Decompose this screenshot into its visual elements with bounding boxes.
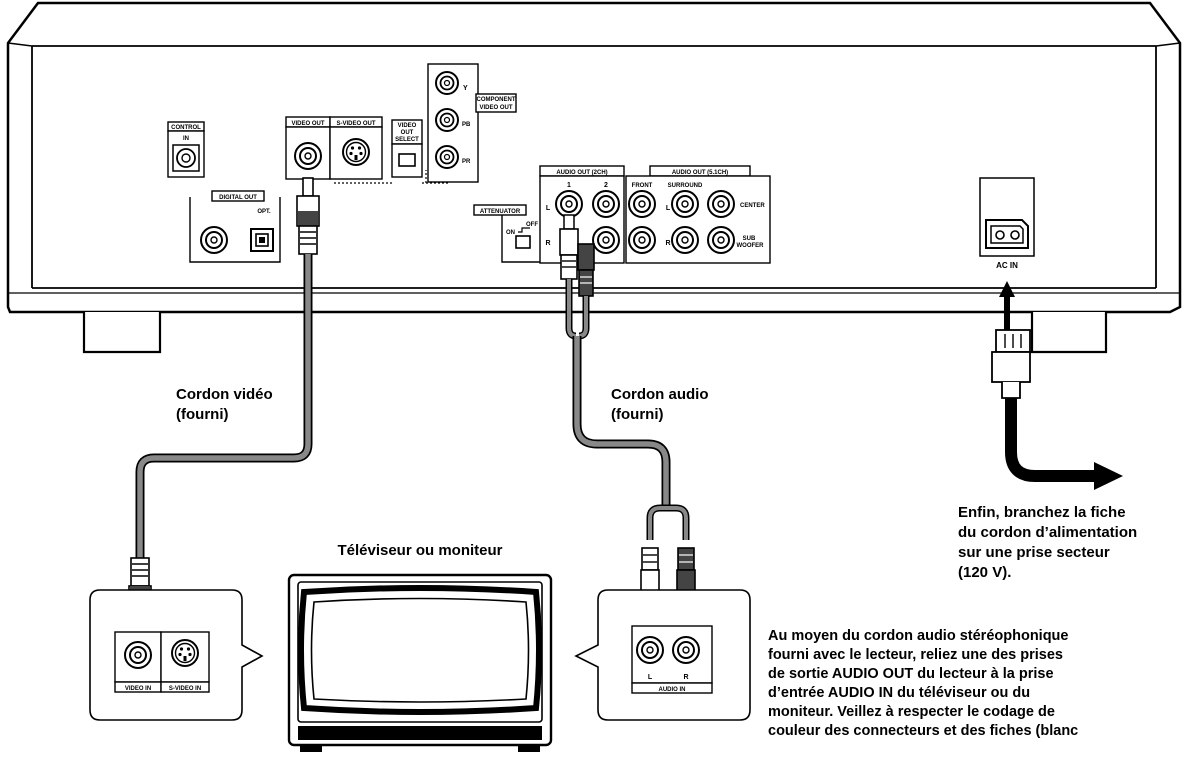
attenuator-label: ATTENUATOR: [480, 209, 521, 215]
digital-out-section: DIGITAL OUT OPT.: [189, 190, 281, 263]
tv-video-in-jack: [124, 641, 152, 669]
svg-text:OFF: OFF: [526, 222, 538, 228]
audio-51-label: AUDIO OUT (5.1CH): [672, 170, 728, 176]
svg-text:VIDEO OUT: VIDEO OUT: [479, 105, 512, 111]
control-in-label: IN: [183, 136, 189, 142]
ac-inlet: AC IN: [979, 177, 1035, 270]
tv-svideo-in-jack: [171, 639, 199, 667]
video-out-section: VIDEO OUT S-VIDEO OUT: [285, 116, 392, 184]
digital-out-label: DIGITAL OUT: [219, 195, 257, 201]
audio-out-51ch: AUDIO OUT (5.1CH) FRONT SURROUND L R CEN…: [625, 165, 771, 264]
svg-text:de sortie AUDIO OUT du lecteur: de sortie AUDIO OUT du lecteur à la pris…: [768, 666, 1054, 682]
svg-text:1: 1: [567, 182, 571, 189]
svg-text:L: L: [546, 205, 551, 212]
svg-text:SUB: SUB: [743, 236, 756, 242]
svg-text:FRONT: FRONT: [632, 183, 653, 189]
control-in-jack: CONTROL IN: [167, 121, 205, 178]
surround-r-jack: [671, 226, 699, 254]
svg-text:R: R: [665, 240, 670, 247]
svg-text:WOOFER: WOOFER: [737, 243, 765, 249]
svg-text:SURROUND: SURROUND: [668, 183, 703, 189]
comp-y-label: Y: [463, 85, 468, 92]
component-pb-jack: [435, 108, 459, 132]
audio-cable-label: Cordon audio: [611, 386, 709, 403]
video-out-label: VIDEO OUT: [291, 121, 324, 127]
svg-text:COMPONENT: COMPONENT: [477, 97, 516, 103]
svg-text:moniteur. Veillez à respecter: moniteur. Veillez à respecter le codage …: [768, 704, 1055, 720]
audio-out-2-r-jack: [592, 226, 620, 254]
comp-pr-label: PR: [462, 159, 471, 165]
tv-audio-in-label: AUDIO IN: [659, 687, 686, 693]
svg-text:CENTER: CENTER: [740, 203, 765, 209]
attenuator-switch: ATTENUATOR OFF ON: [473, 204, 542, 263]
audio-2ch-label: AUDIO OUT (2CH): [556, 170, 607, 176]
svg-text:VIDEO: VIDEO: [398, 123, 417, 129]
tv-monitor: [287, 573, 553, 752]
svg-text:couleur des connecteurs et des: couleur des connecteurs et des fiches (b…: [768, 723, 1078, 739]
svg-text:sur une prise secteur: sur une prise secteur: [958, 544, 1110, 561]
tv-audio-input-callout: L R AUDIO IN: [574, 589, 751, 721]
video-out-select: VIDEO OUT SELECT: [391, 119, 448, 184]
svideo-out-jack: [342, 138, 370, 166]
control-label: CONTROL: [171, 125, 201, 131]
component-video-out: Y PB PR COMPONENT VIDEO OUT: [427, 63, 517, 183]
video-cable-label: Cordon vidéo: [176, 386, 273, 403]
tv-video-input-callout: VIDEO IN S-VIDEO IN: [89, 589, 264, 721]
tv-video-in-label: VIDEO IN: [125, 686, 151, 692]
video-out-jack: [294, 142, 322, 170]
tv-audio-in-l-jack: [636, 636, 664, 664]
svg-text:ON: ON: [506, 230, 515, 236]
svg-text:du cordon d’alimentation: du cordon d’alimentation: [958, 524, 1137, 541]
front-l-jack: [628, 190, 656, 218]
svg-text:fourni avec le lecteur, reliez: fourni avec le lecteur, reliez une des p…: [768, 647, 1063, 663]
svg-text:2: 2: [604, 182, 608, 189]
svg-text:Enfin, branchez la fiche: Enfin, branchez la fiche: [958, 504, 1126, 521]
svg-text:L: L: [666, 205, 671, 212]
power-cord: [991, 281, 1123, 490]
tv-svideo-in-label: S-VIDEO IN: [169, 686, 201, 692]
svg-text:R: R: [683, 674, 688, 681]
svg-text:Au moyen du cordon audio stéré: Au moyen du cordon audio stéréophonique: [768, 628, 1068, 644]
subwoofer-jack: [707, 226, 735, 254]
svg-text:SELECT: SELECT: [395, 137, 419, 143]
opt-label: OPT.: [257, 209, 271, 215]
audio-out-1-l-jack: [555, 190, 583, 218]
component-y-jack: [435, 71, 459, 95]
video-cable-note: (fourni): [176, 406, 228, 423]
svideo-out-label: S-VIDEO OUT: [336, 121, 375, 127]
surround-l-jack: [671, 190, 699, 218]
audio-out-2-l-jack: [592, 190, 620, 218]
coaxial-jack: [200, 226, 228, 254]
power-note: Enfin, branchez la fiche du cordon d’ali…: [958, 504, 1137, 581]
svg-text:OUT: OUT: [401, 130, 414, 136]
svg-text:R: R: [545, 240, 550, 247]
tv-title: Téléviseur ou moniteur: [337, 542, 502, 559]
svg-text:L: L: [648, 674, 653, 681]
audio-cable: [559, 214, 696, 611]
front-r-jack: [628, 226, 656, 254]
tv-audio-in-r-jack: [672, 636, 700, 664]
audio-cable-note: (fourni): [611, 406, 663, 423]
instructions-paragraph: Au moyen du cordon audio stéréophonique …: [768, 628, 1078, 739]
video-cable: [128, 177, 320, 635]
component-pr-jack: [435, 145, 459, 169]
svg-text:d’entrée AUDIO IN du téléviseu: d’entrée AUDIO IN du téléviseur ou du: [768, 685, 1030, 701]
svg-text:(120 V).: (120 V).: [958, 564, 1011, 581]
comp-pb-label: PB: [462, 122, 471, 128]
center-jack: [707, 190, 735, 218]
ac-in-label: AC IN: [996, 261, 1018, 270]
